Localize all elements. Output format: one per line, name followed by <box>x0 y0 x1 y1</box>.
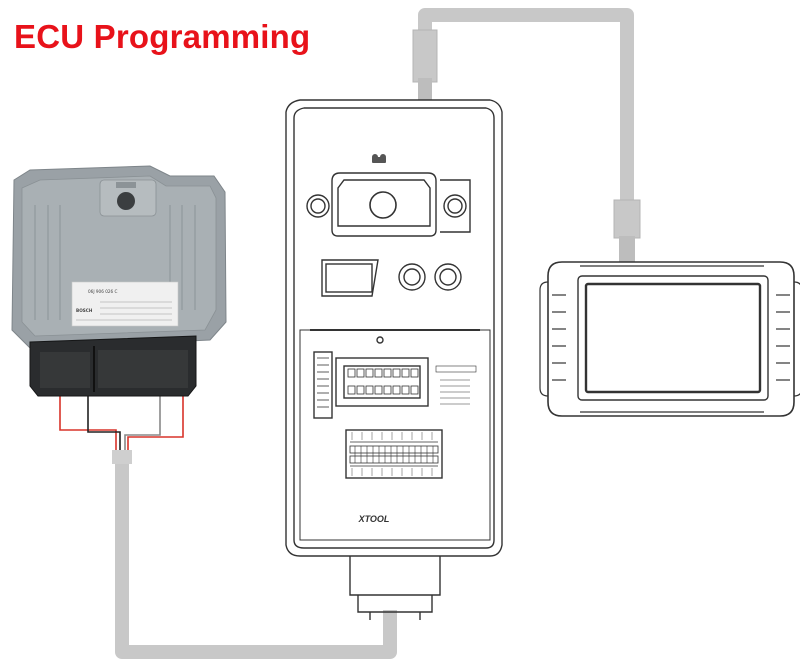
programmer-socket <box>331 172 437 237</box>
diagnostic-tablet <box>539 261 800 417</box>
usb-plug-tablet-tip <box>619 236 635 262</box>
dip-socket <box>335 357 429 407</box>
puzzle-icon <box>372 154 386 163</box>
programmer-display-window <box>321 259 379 297</box>
programmer-bottom-port <box>349 556 441 596</box>
usb-plug-tablet <box>613 199 641 239</box>
xtool-programmer <box>285 99 503 620</box>
programmer-brand-logo: XTOOL <box>358 514 390 524</box>
ecu-module: 06J 906 026 C BOSCH <box>11 165 227 397</box>
programmer-body <box>285 99 503 557</box>
ecu-cable-joint <box>112 450 132 464</box>
ecu-label-brand: BOSCH <box>76 308 93 313</box>
page-title: ECU Programming <box>14 18 311 55</box>
ecu-cable <box>115 460 397 659</box>
usb-plug-top <box>412 29 438 83</box>
ecu-wires <box>59 390 184 460</box>
ecu-label <box>71 281 179 327</box>
usb-plug-top-tip <box>418 78 432 100</box>
ecu-label-part-number: 06J 906 026 C <box>88 289 118 294</box>
pin-header <box>345 429 443 479</box>
tablet-screen <box>584 282 762 394</box>
